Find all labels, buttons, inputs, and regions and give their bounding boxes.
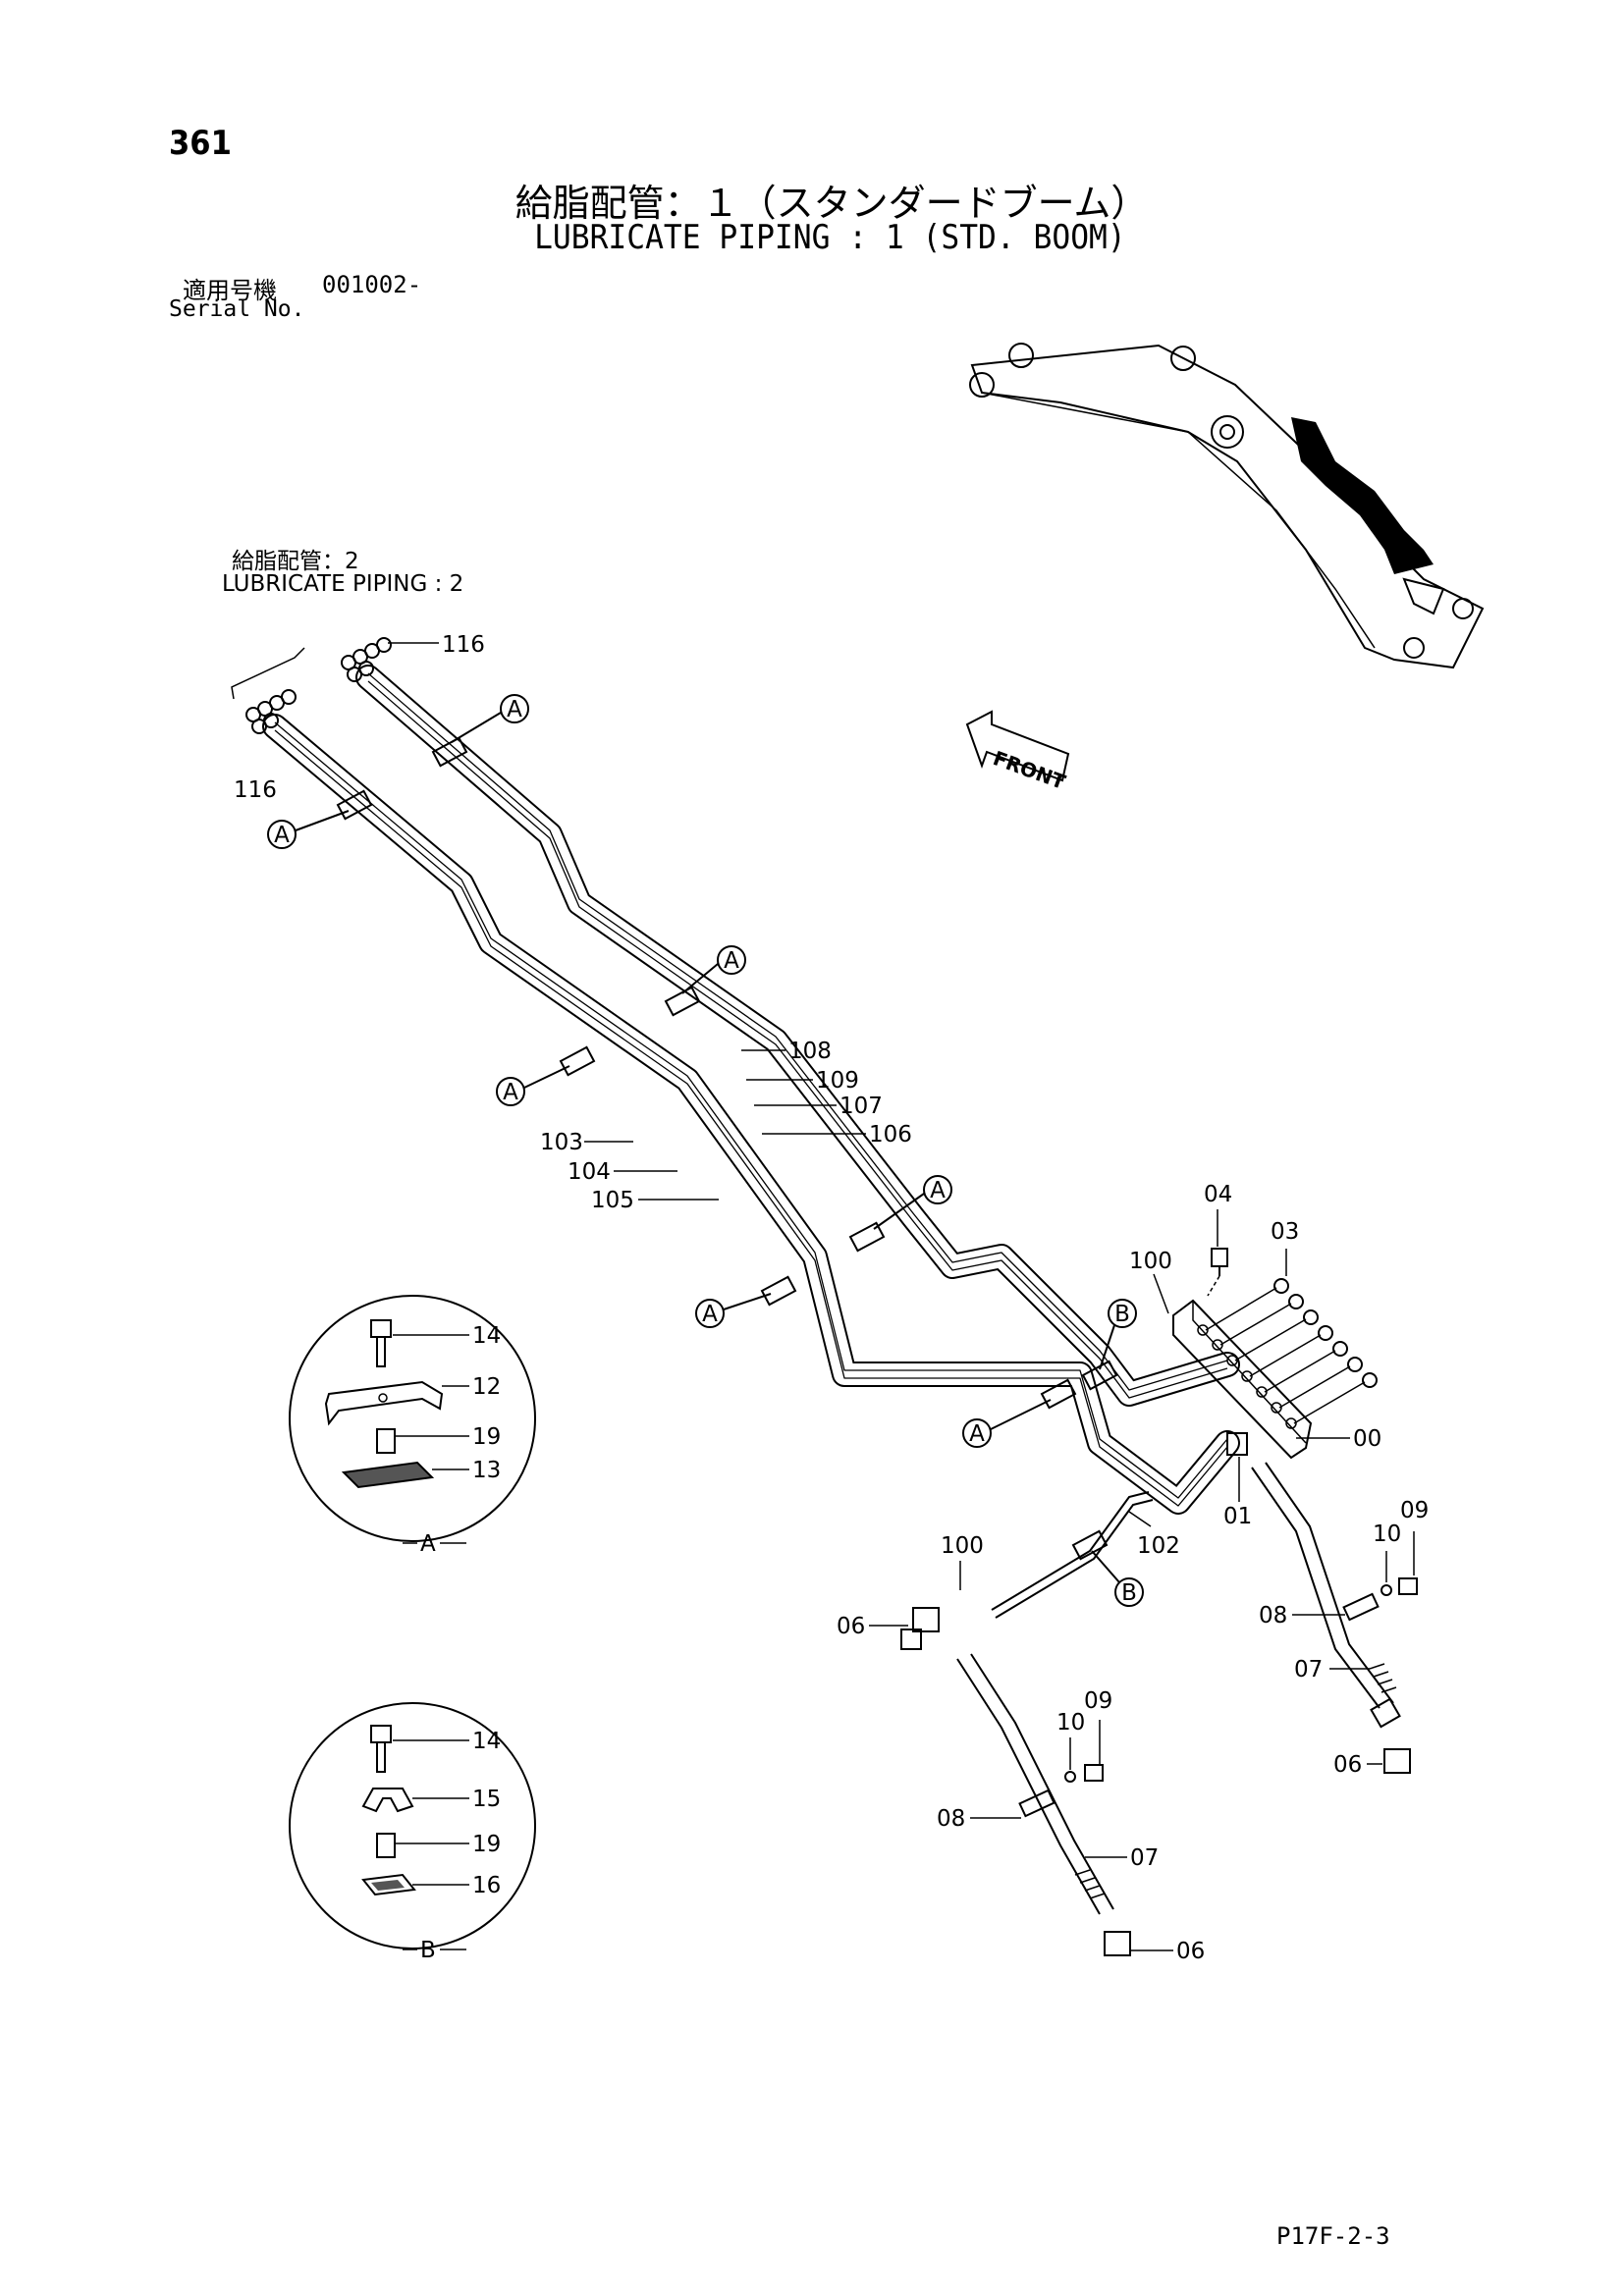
callout-109: 109 (816, 1068, 859, 1094)
callout-106: 106 (869, 1122, 912, 1148)
callout-10-b: 10 (1056, 1710, 1085, 1735)
callout-04: 04 (1204, 1182, 1232, 1207)
detail-a-part-12: 12 (472, 1374, 501, 1400)
detail-a-label: A (420, 1531, 436, 1557)
callout-116-right: 116 (442, 632, 485, 658)
grease-nipples-03 (1205, 1278, 1378, 1424)
clamp-mark-a3: A (681, 945, 746, 994)
fitting-group-116-right (341, 637, 392, 682)
clamp-mark-a2: A (267, 810, 350, 849)
detail-b-spacer (376, 1833, 396, 1858)
callout-06-a: 06 (837, 1614, 865, 1639)
connector-bolt-04 (1207, 1248, 1228, 1297)
svg-text:B: B (1121, 1580, 1137, 1606)
callout-08-a: 08 (1259, 1603, 1287, 1629)
callout-09-b: 09 (1084, 1688, 1112, 1714)
detail-a-part-19: 19 (472, 1424, 501, 1450)
adapter-01 (1226, 1432, 1248, 1456)
svg-text:A: A (702, 1302, 718, 1327)
callout-00: 00 (1353, 1426, 1381, 1452)
clamp-mark-a4: A (496, 1065, 570, 1106)
clamp-mark-b2: B (1091, 1550, 1144, 1607)
pipe-bundle-right (355, 665, 1240, 1407)
page-number: 361 (169, 124, 232, 163)
callout-07-b: 07 (1130, 1845, 1159, 1871)
detail-b-part-14: 14 (472, 1729, 501, 1754)
svg-text:A: A (503, 1080, 518, 1105)
front-label: FRONT (990, 746, 1068, 794)
hose-left (956, 1653, 1114, 1915)
detail-b-part-19: 19 (472, 1832, 501, 1857)
detail-a: 14 12 19 13 A (289, 1295, 536, 1557)
reference-label-english: LUBRICATE PIPING : 2 (222, 571, 464, 597)
title-japanese: 給脂配管：１（スタンダードブーム） (514, 182, 1149, 225)
callout-01: 01 (1223, 1504, 1252, 1529)
callout-07-a: 07 (1294, 1657, 1323, 1682)
callout-102: 102 (1137, 1533, 1180, 1559)
serial-label-english: Serial No. (169, 296, 305, 322)
detail-a-part-14: 14 (472, 1323, 501, 1349)
svg-text:A: A (274, 823, 290, 848)
callout-108: 108 (788, 1039, 832, 1064)
callout-107: 107 (839, 1094, 883, 1119)
title-english: LUBRICATE PIPING : 1 (STD. BOOM) (534, 218, 1126, 257)
detail-b-part-16: 16 (472, 1873, 501, 1898)
detail-b: 14 15 19 16 B (289, 1702, 536, 1963)
detail-b-bolt (370, 1725, 392, 1773)
callout-09-a: 09 (1400, 1498, 1429, 1523)
clamp-mark-a7: A (962, 1399, 1052, 1448)
callout-104: 104 (568, 1159, 611, 1185)
front-direction-arrow: FRONT (965, 710, 1070, 794)
grease-manifold-block (1172, 1299, 1313, 1460)
svg-text:B: B (1114, 1302, 1130, 1327)
callout-06-c: 06 (1176, 1939, 1205, 1964)
svg-text:A: A (930, 1178, 946, 1203)
detail-b-clamp (361, 1788, 414, 1813)
detail-a-spacer (376, 1428, 396, 1454)
bracket-lubricate-piping-2 (231, 647, 305, 700)
callout-100-top: 100 (1129, 1249, 1172, 1274)
serial-code: 001002- (322, 271, 422, 298)
serial-label-japanese: 適用号機 (183, 277, 277, 304)
detail-a-bolt (370, 1319, 392, 1367)
pipe-102 (991, 1491, 1154, 1619)
svg-text:A: A (507, 697, 522, 722)
svg-text:A: A (724, 948, 739, 974)
clamp-marks: A A A A A A A B B (267, 694, 1144, 1607)
elbow-fittings-06 (900, 1607, 1411, 1956)
detail-a-clamp (324, 1380, 444, 1426)
callout-06-b: 06 (1333, 1752, 1362, 1778)
callouts: 116 116 108 109 107 106 103 104 105 04 0… (234, 632, 1429, 1964)
reference-label-japanese: 給脂配管：2 (232, 549, 359, 574)
detail-b-plate (361, 1873, 416, 1896)
clamp-mark-a1: A (451, 694, 529, 743)
detail-b-part-15: 15 (472, 1787, 501, 1812)
hose-right (1251, 1462, 1401, 1729)
detail-b-label: B (420, 1938, 436, 1963)
callout-105: 105 (591, 1188, 634, 1213)
pipe-bundle-left (262, 714, 1240, 1515)
callout-03: 03 (1271, 1219, 1299, 1245)
footer-code: P17F-2-3 (1276, 2222, 1390, 2250)
detail-a-plate (341, 1461, 435, 1489)
clamp-mark-b1: B (1099, 1299, 1137, 1370)
callout-103: 103 (540, 1130, 583, 1155)
clamp-mark-a6: A (695, 1293, 772, 1328)
callout-10-a: 10 (1373, 1522, 1401, 1547)
callout-116-left: 116 (234, 777, 277, 803)
callout-08-b: 08 (937, 1806, 965, 1832)
svg-text:A: A (969, 1421, 985, 1447)
fitting-group-116-left (245, 689, 297, 734)
bolts-09-washers-10 (1064, 1577, 1418, 1783)
boom-illustration (969, 343, 1485, 669)
callout-100-bottom: 100 (941, 1533, 984, 1559)
clamp-mark-a5: A (873, 1175, 952, 1230)
detail-a-part-13: 13 (472, 1458, 501, 1483)
